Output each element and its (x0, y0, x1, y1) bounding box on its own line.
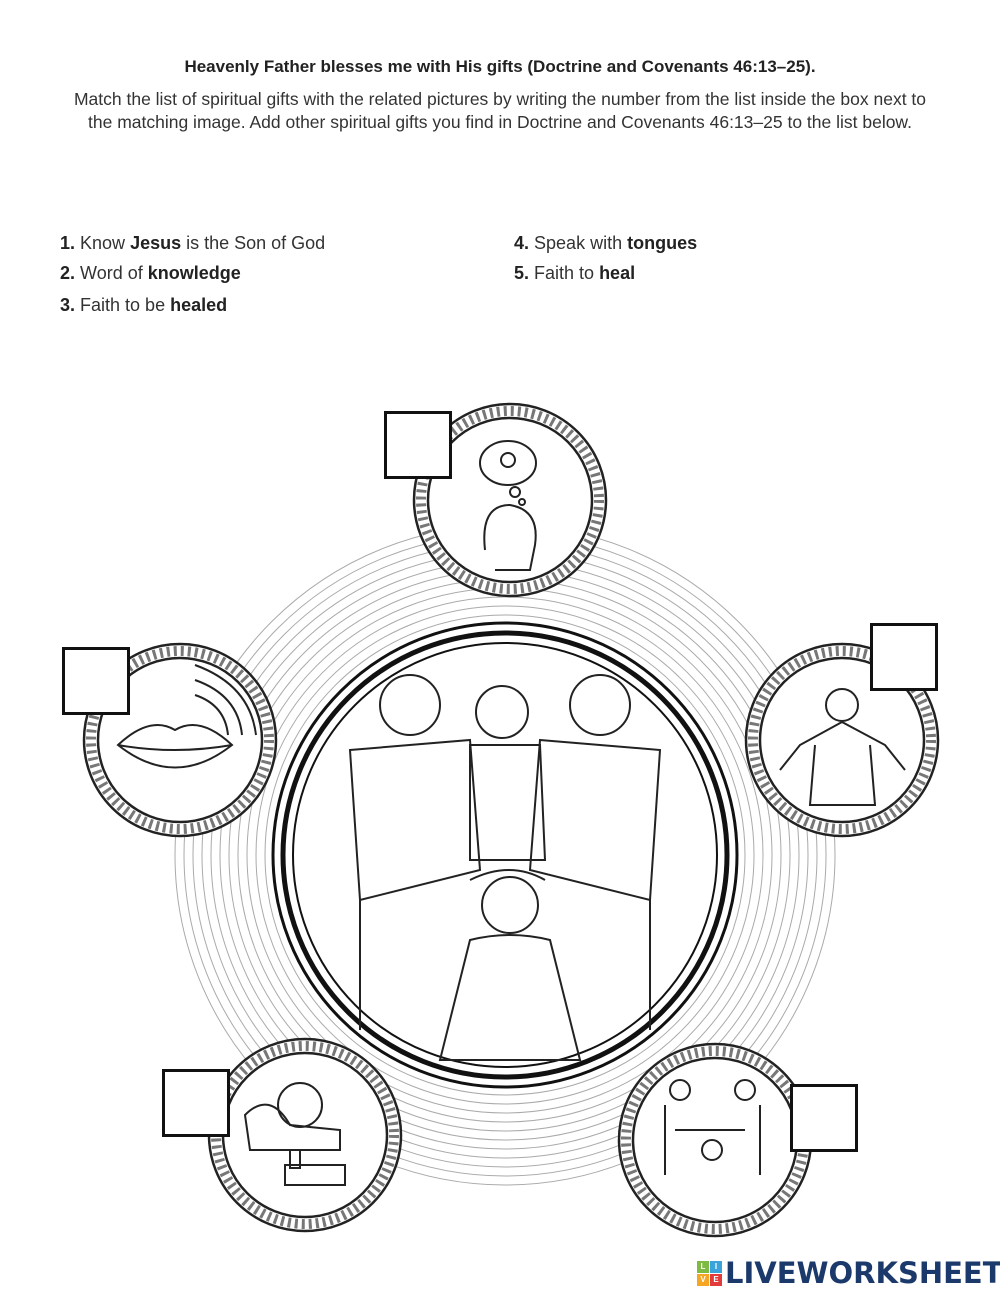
answer-box-right[interactable] (870, 623, 939, 691)
decorative-ring (246, 596, 764, 1114)
logo-text: LIVEWORKSHEETS (725, 1256, 1000, 1290)
answer-input-bottom-left[interactable] (165, 1072, 231, 1136)
answer-box-bottom-right[interactable] (790, 1084, 859, 1152)
answer-box-bottom-left[interactable] (162, 1069, 231, 1137)
medallion-frame (744, 642, 940, 838)
gift-item-3: 3. Faith to be healed (60, 295, 228, 315)
medallion-frame (82, 642, 278, 838)
decorative-ring (264, 614, 746, 1096)
worksheet-title: Heavenly Father blesses me with His gift… (184, 57, 816, 76)
gift-item-5: 5. Faith to heal (514, 263, 636, 283)
gift-item-4: 4. Speak with tongues (514, 233, 698, 253)
answer-input-top[interactable] (387, 414, 453, 478)
answer-input-left[interactable] (65, 650, 131, 714)
answer-box-left[interactable] (62, 647, 131, 715)
liveworksheets-logo: L I V E LIVEWORKSHEETS (697, 1256, 1000, 1290)
sick-child-picture (243, 1082, 346, 1186)
gift-item-2: 2. Word of knowledge (60, 263, 241, 283)
decorative-ring (255, 605, 755, 1105)
answer-input-bottom-right[interactable] (793, 1087, 859, 1151)
medallion-frame (207, 1037, 403, 1233)
answer-box-top[interactable] (384, 411, 453, 479)
priesthood-blessing-picture (348, 674, 662, 1061)
gift-item-1: 1. Know Jesus is the Son of God (60, 233, 326, 253)
logo-blocks: L I V E (697, 1260, 722, 1286)
thinking-child-picture (479, 440, 537, 571)
instructions: Match the list of spiritual gifts with t… (73, 89, 927, 132)
answer-input-right[interactable] (873, 626, 939, 690)
medallion-frame (412, 402, 608, 598)
lips-picture (116, 664, 257, 769)
jesus-picture (779, 688, 906, 806)
blessing-small-picture (664, 1079, 761, 1175)
